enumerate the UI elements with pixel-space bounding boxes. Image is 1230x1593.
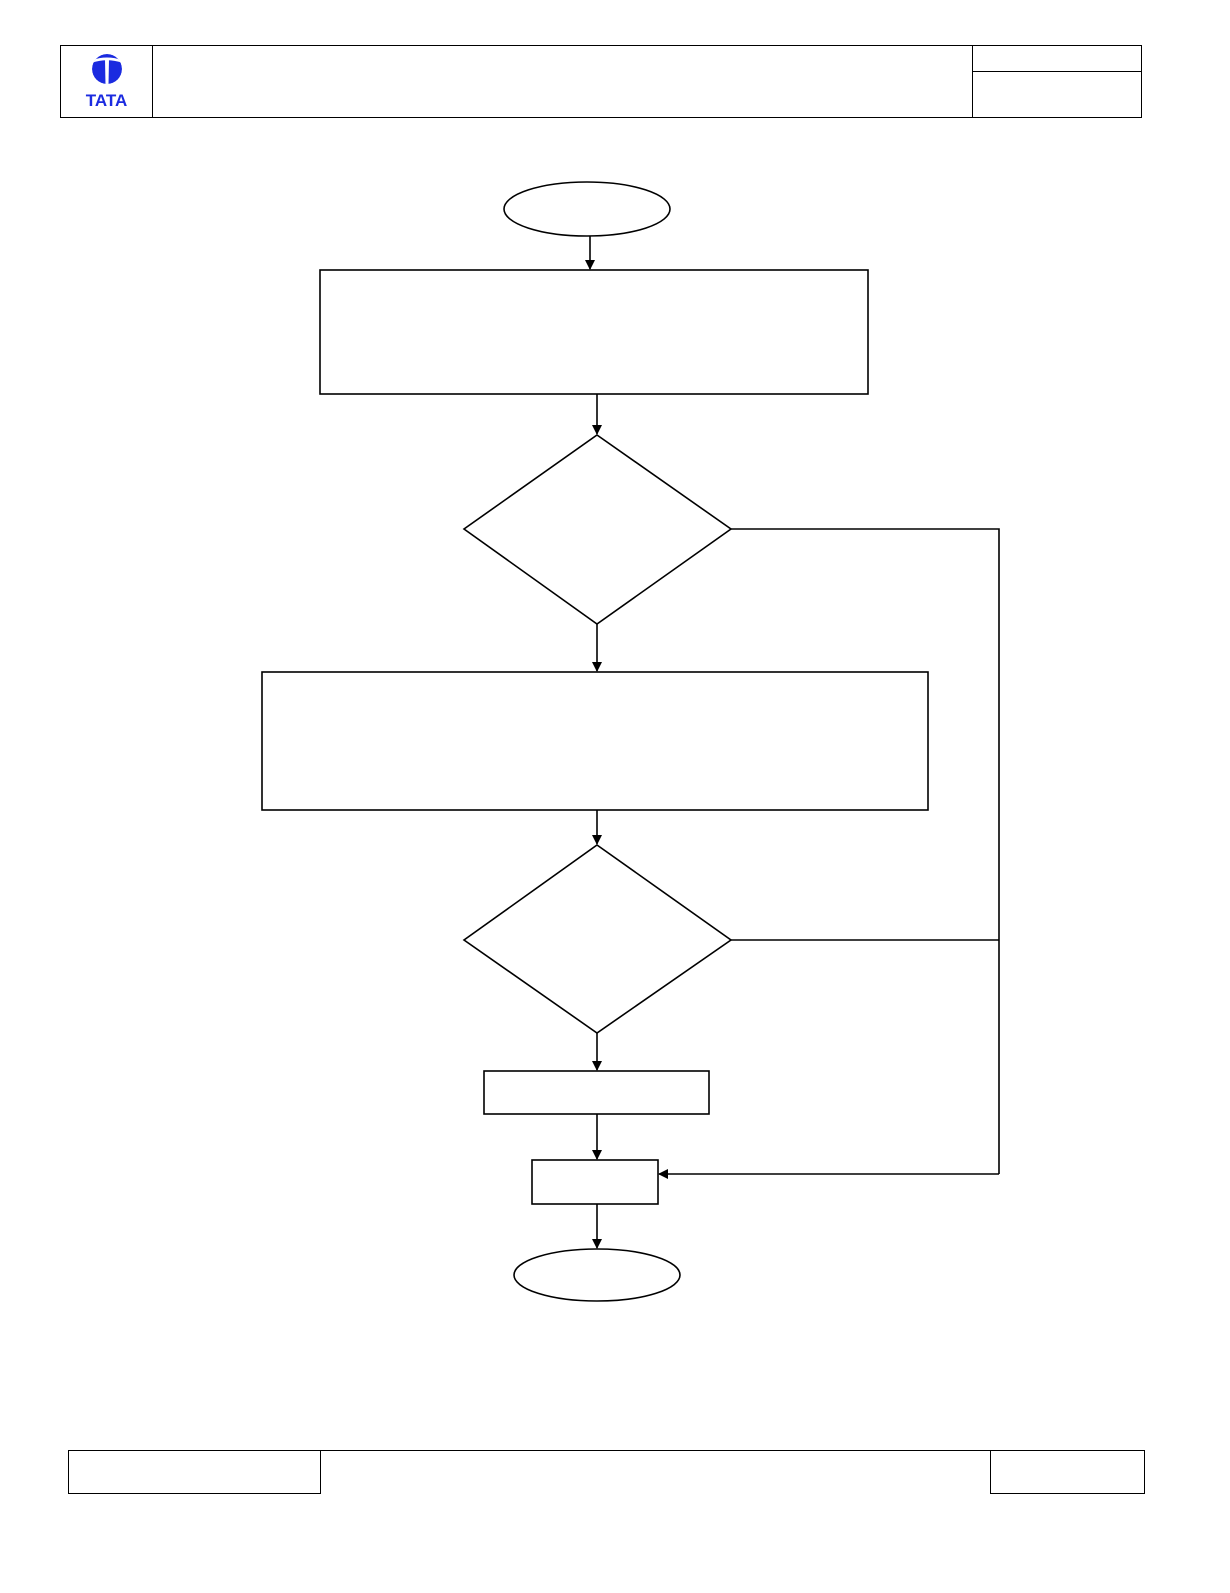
end-terminal — [513, 1248, 681, 1302]
footer-right-cell — [990, 1450, 1145, 1494]
tata-logo-icon: TATA — [86, 54, 128, 110]
process-box-1 — [319, 269, 869, 395]
start-terminal — [503, 181, 671, 237]
decision-diamond-2 — [462, 844, 733, 1034]
logo-cell: TATA — [60, 45, 153, 118]
document-title — [153, 45, 973, 118]
brand-wordmark: TATA — [86, 91, 128, 110]
footer-left-cell — [68, 1450, 321, 1494]
process-box-4 — [531, 1159, 659, 1205]
footer-middle-cell — [321, 1450, 991, 1451]
process-box-2 — [261, 671, 929, 811]
header-table — [60, 45, 1142, 118]
decision-diamond-1 — [462, 434, 733, 625]
process-box-3 — [483, 1070, 710, 1115]
document-ref-top — [973, 45, 1142, 72]
connector-decision1-bypass — [731, 528, 1000, 1174]
